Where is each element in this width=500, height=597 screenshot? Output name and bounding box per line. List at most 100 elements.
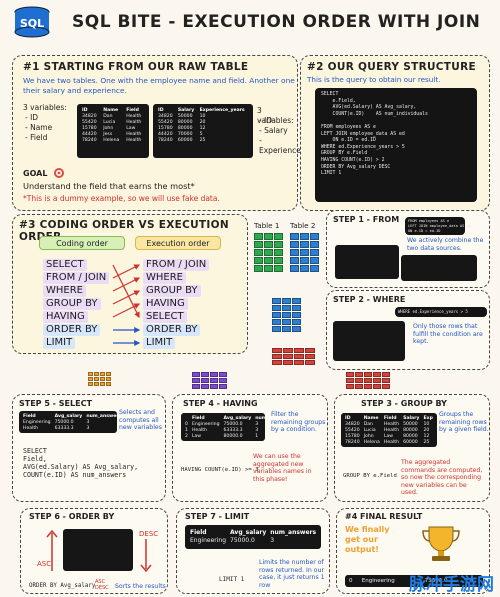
step-5-table-cell: Engineering: [23, 419, 51, 425]
execution-order-item: HAVING: [143, 298, 188, 310]
grid-cell: [94, 382, 99, 386]
salaries-table-cell: 50000: [177, 113, 193, 119]
query-line: ORDER BY Avg_salary DESC: [321, 164, 391, 170]
employees-table-header-cell: Name: [103, 107, 119, 113]
execution-order-item: GROUP BY: [143, 285, 201, 297]
step-3-table-header-cell: Exp: [423, 415, 433, 421]
section-1-intro: We have two tables. One with the employe…: [23, 76, 295, 95]
employees-table-cell: Dan: [103, 113, 113, 119]
grid-cell: [272, 312, 281, 318]
execution-order-item: SELECT: [143, 311, 187, 323]
step-3-table-header-cell: ID: [345, 415, 351, 421]
grid-cell: [106, 372, 111, 376]
vars-left-1: - Name: [25, 123, 53, 132]
grid-cell: [290, 241, 299, 248]
step-4-table-cell: 1: [185, 427, 188, 433]
query-line: [321, 118, 471, 125]
step-6-note: Sorts the results: [115, 583, 166, 590]
grid-cell: [292, 298, 301, 304]
salaries-table-header-cell: Experience_years: [199, 107, 245, 113]
grid-cell: [272, 326, 281, 332]
employees-table-cell: Health: [126, 113, 142, 119]
coding-order-item: GROUP BY: [43, 298, 101, 310]
grid-cell: [192, 372, 200, 377]
step-7-table-cell: Engineering: [190, 536, 226, 544]
step-3-table-cell: 10: [423, 421, 430, 427]
grid-cell: [305, 354, 315, 359]
grid-cell: [201, 378, 209, 383]
coding-order-label: Coding order: [39, 236, 125, 250]
step-3-table-cell: 34820: [345, 421, 360, 427]
grid-cell: [346, 372, 354, 377]
step-4-table-header-cell: Avg_salary: [223, 415, 252, 421]
salaries-table-cell: 80000: [177, 119, 193, 125]
employees-table-cell: 44420: [82, 131, 97, 137]
grid-cell: [300, 249, 309, 256]
salaries-table-cell: 55420: [158, 119, 173, 125]
grid-cell: [272, 298, 281, 304]
step-3-table-cell: John: [363, 433, 374, 439]
step-3-table-cell: 12: [423, 433, 430, 439]
coding-order-item: LIMIT: [43, 337, 76, 349]
step-3-table-cell: Lucia: [363, 427, 376, 433]
grid-cell: [272, 354, 282, 359]
grid-cell: [210, 372, 218, 377]
grid-cell: [282, 298, 291, 304]
section-query-structure: #2 OUR QUERY STRUCTURE This is the query…: [300, 55, 490, 211]
salaries-table-cell: 12: [199, 125, 206, 131]
step-5-table-cell: 3: [86, 419, 90, 425]
step-4-table-cell: 3: [255, 427, 259, 433]
step-5-table-cell: 3: [86, 425, 90, 431]
header: SQL SQL BITE - EXECUTION ORDER WITH JOIN: [0, 0, 500, 44]
grid-cell: [346, 384, 354, 389]
grid-cell: [219, 384, 227, 389]
step-5-table-cell: 75000.0: [54, 419, 74, 425]
grid-cell: [201, 372, 209, 377]
query-line: COUNT(e.ID) AS num_individuals: [321, 111, 428, 117]
step-4-table-header-cell: num_answers: [255, 415, 291, 421]
step-6-table: [63, 529, 133, 571]
grid-cell: [264, 249, 273, 256]
query-line: e.Field,: [321, 98, 356, 104]
step-5-title: STEP 5 - SELECT: [19, 399, 92, 408]
grid-cell: [305, 360, 315, 365]
table-2-label: Table 2: [290, 221, 316, 230]
asc-label: ASC: [37, 560, 52, 568]
step-5-table-cell: Health: [23, 425, 39, 431]
step-1-table-b: [401, 255, 477, 281]
order-arrow: [112, 303, 141, 318]
grid-cell: [192, 378, 200, 383]
coding-order-item: WHERE: [43, 285, 86, 297]
grid-cell: [373, 384, 381, 389]
vars-right-0: - ID: [259, 116, 273, 125]
step-7-table-header-cell: Avg_salary: [230, 528, 267, 536]
step-3-table-cell: 50000: [403, 421, 418, 427]
grid-cell: [282, 305, 291, 311]
grouped-grid: [346, 372, 390, 389]
grid-cell: [290, 265, 299, 272]
page-title: SQL BITE - EXECUTION ORDER WITH JOIN: [72, 12, 481, 32]
query-line: AVG(ed.Salary) AS Avg_salary,: [321, 105, 417, 111]
salaries-table-cell: 15780: [158, 125, 173, 131]
grid-cell: [294, 360, 304, 365]
step-4-table-cell: 75000.0: [223, 421, 243, 427]
grid-cell: [94, 372, 99, 376]
execution-order-item: WHERE: [143, 272, 186, 284]
grid-cell: [300, 257, 309, 264]
salaries-table-cell: 78240: [158, 137, 173, 143]
order-arrow: [112, 264, 141, 279]
grid-cell: [100, 377, 105, 381]
